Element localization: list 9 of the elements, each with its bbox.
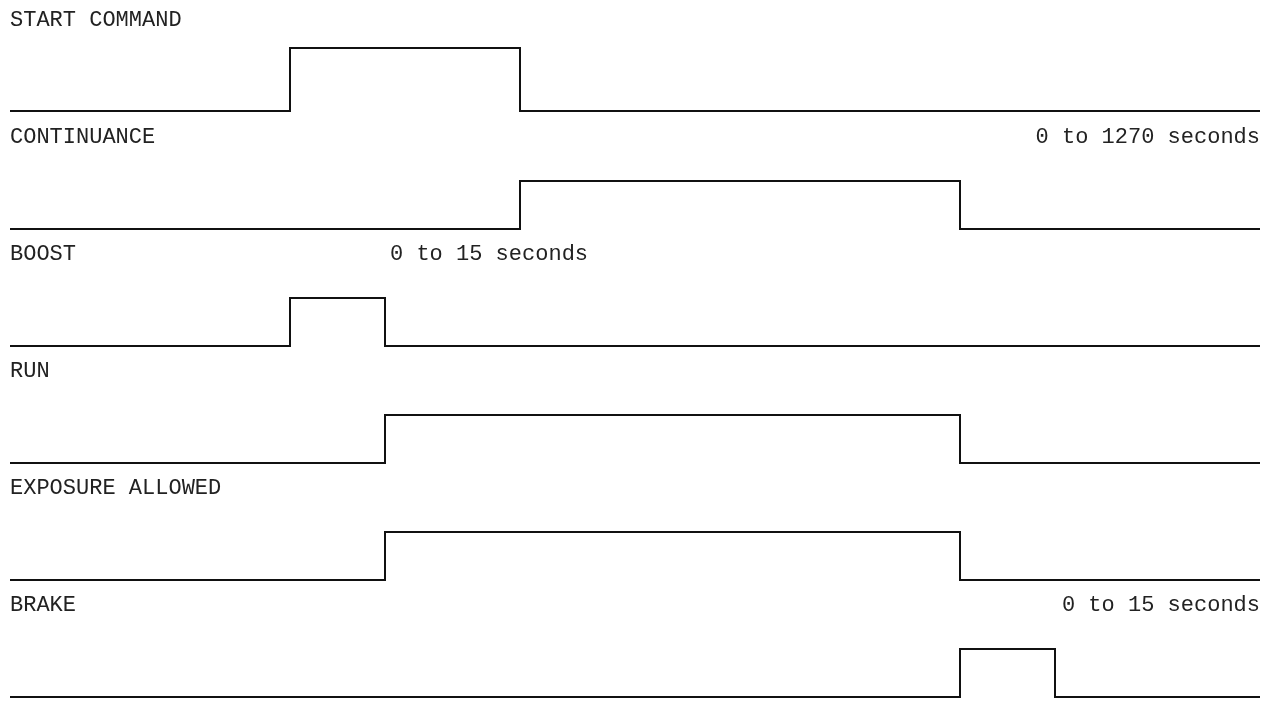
signal-name: EXPOSURE ALLOWED <box>10 476 222 502</box>
duration-label: 0 to 1270 seconds <box>1035 125 1260 151</box>
duration-label: 0 to 15 seconds <box>390 242 589 268</box>
signal-name: CONTINUANCE <box>10 125 156 151</box>
duration-label: 0 to 15 seconds <box>1061 593 1260 619</box>
signal-name: RUN <box>10 359 50 385</box>
signal-name: START COMMAND <box>10 8 182 34</box>
signal-name: BRAKE <box>10 593 76 619</box>
signal-name: BOOST <box>10 242 76 268</box>
